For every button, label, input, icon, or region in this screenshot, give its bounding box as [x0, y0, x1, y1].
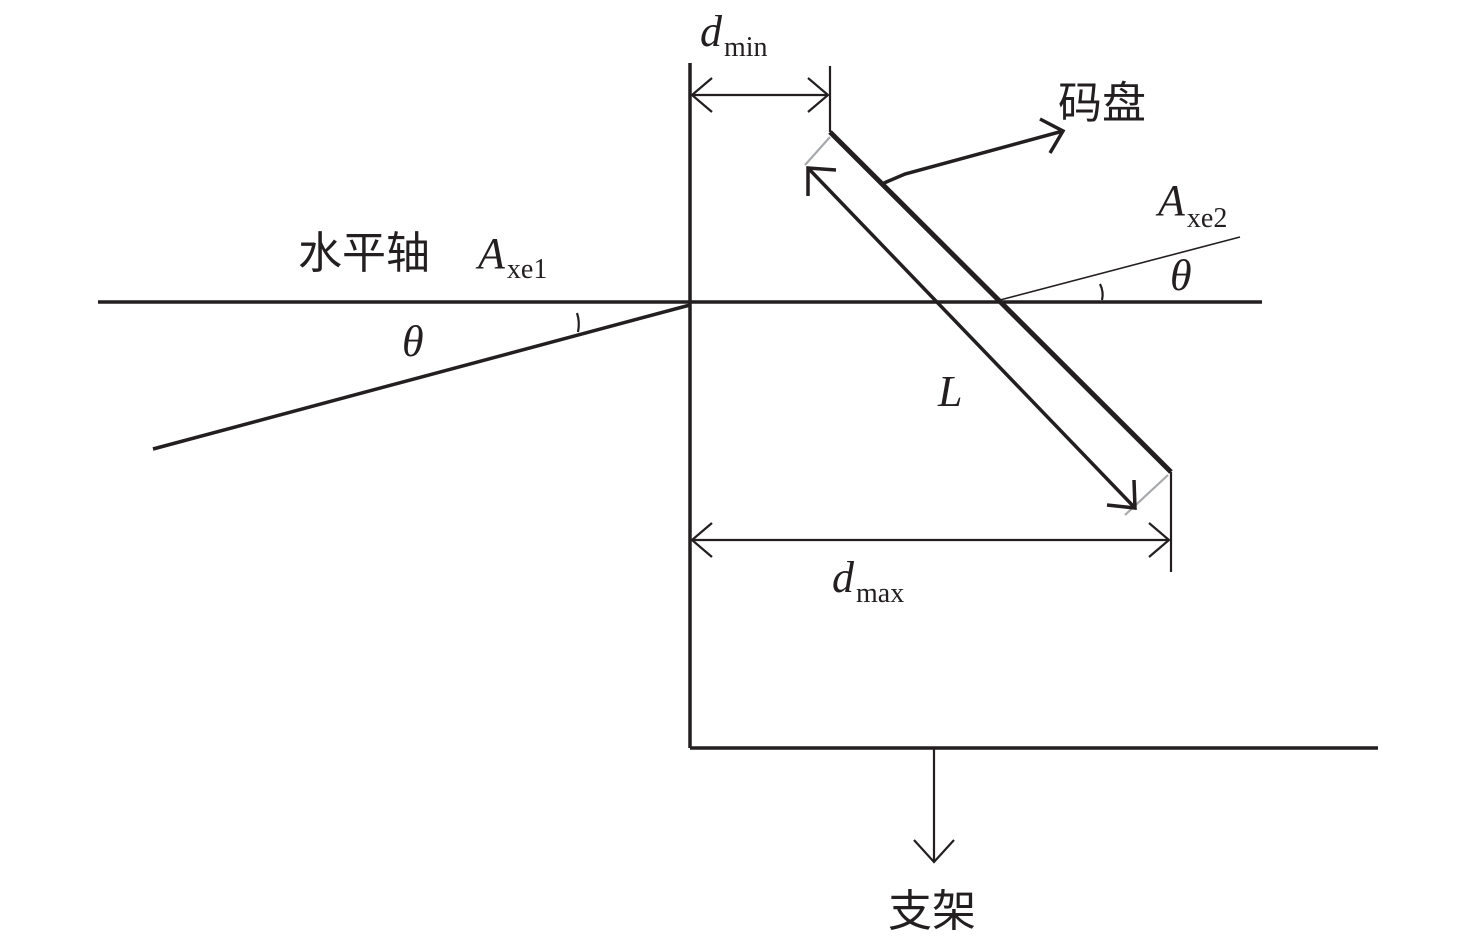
dmin-label: dmin: [700, 7, 768, 63]
code-disk-label: 码盘: [1058, 78, 1146, 129]
code-disk-leader: [883, 129, 1064, 185]
length-arrowhead-top: [806, 166, 837, 196]
bracket-arrowhead: [913, 839, 955, 864]
theta-right-label: θ: [1170, 251, 1192, 300]
angle-arc-left: [575, 312, 580, 333]
axis1-label: Axe1: [475, 229, 547, 285]
angle-arc-right: [1099, 283, 1104, 301]
tilted-axis-right: [999, 236, 1241, 301]
length-L-label: L: [937, 367, 962, 416]
code-disk-line: [828, 130, 1173, 474]
dmin-arrowhead-left: [690, 77, 713, 113]
bracket-label: 支架: [888, 886, 976, 937]
length-arrowhead-bottom: [1106, 479, 1137, 510]
axis2-label: Axe2: [1155, 176, 1227, 234]
dmin-arrowhead-right: [807, 77, 830, 113]
dmax-arrowhead-right: [1148, 522, 1171, 558]
horizontal-axis-cn-label: 水平轴: [298, 228, 430, 279]
length-dimension-line: [806, 166, 1137, 510]
disk-end-cap-top: [804, 136, 831, 166]
theta-left-label: θ: [402, 317, 424, 366]
tilted-axis-left: [152, 303, 691, 451]
dmax-arrowhead-left: [690, 522, 713, 558]
code-disk-leader-arrowhead: [1039, 117, 1066, 154]
dmax-label: dmax: [832, 553, 904, 609]
